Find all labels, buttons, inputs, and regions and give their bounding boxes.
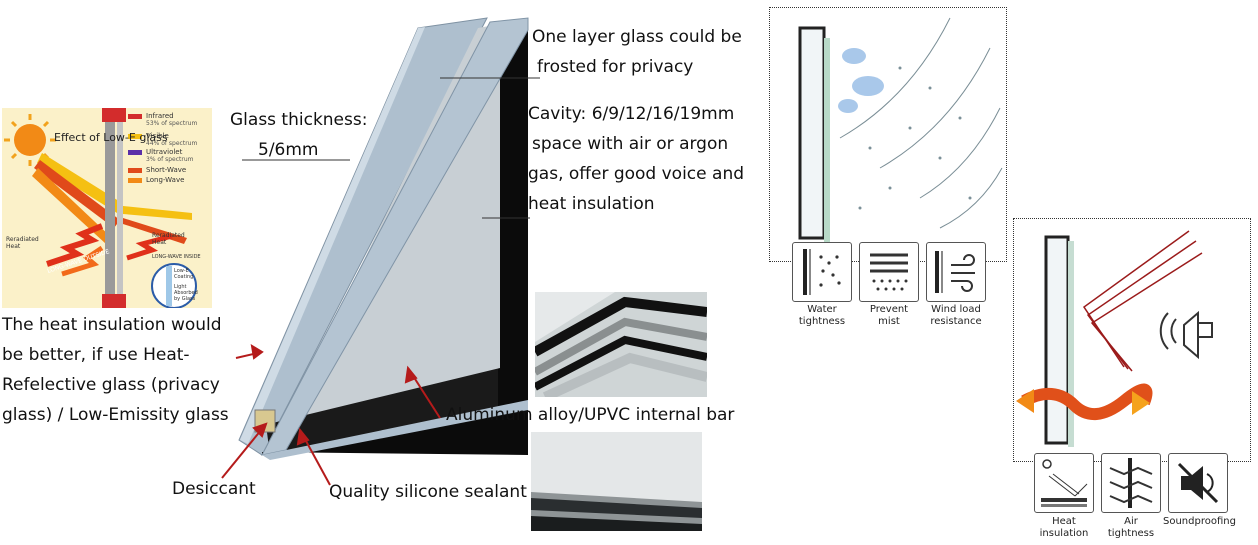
insulation-graphic xyxy=(1016,230,1213,447)
spacer-photo-top xyxy=(535,292,707,397)
feature-prevent-mist-label: Prevent mist xyxy=(869,304,909,327)
cavity-line4: heat insulation xyxy=(528,194,655,214)
weather-graphic xyxy=(798,17,1003,248)
glass-thickness-line2: 5/6mm xyxy=(258,140,319,160)
lowe-long-wave-inside: LONG-WAVE INSIDE xyxy=(152,254,201,260)
heat-line2: be better, if use Heat- xyxy=(2,345,190,365)
lowe-reradiated-right: Reradiated Heat xyxy=(152,232,185,246)
lowe-title: Effect of Low-E glass xyxy=(54,131,168,144)
lowe-ultraviolet: Ultraviolet xyxy=(146,148,183,156)
glass-thickness-line1: Glass thickness: xyxy=(230,110,368,130)
feature-wind-load-label: Wind load resistance xyxy=(930,304,982,327)
lowe-short-wave: Short-Wave xyxy=(146,166,187,174)
weather-panel xyxy=(769,7,1007,262)
air-tight-icon xyxy=(1109,458,1153,508)
lowe-infrared-sub: 53% of spectrum xyxy=(146,120,198,127)
feature-soundproofing-label: Soundproofing xyxy=(1163,516,1236,527)
feature-soundproofing xyxy=(1168,453,1228,513)
speaker-icon xyxy=(1159,310,1213,360)
lowe-coating: Low-E Coating xyxy=(174,268,194,280)
heat-line4: glass) / Low-Emissity glass xyxy=(2,405,229,425)
lowe-ultraviolet-sub: 3% of spectrum xyxy=(146,156,194,163)
feature-wind-load xyxy=(926,242,986,302)
feature-water-tightness xyxy=(792,242,852,302)
cavity-line1: Cavity: 6/9/12/16/19mm xyxy=(528,104,735,124)
wind-icon xyxy=(935,251,975,293)
sealant-label: Quality silicone sealant xyxy=(329,482,527,502)
lowe-diagram-graphic xyxy=(4,108,197,308)
cavity-line3: gas, offer good voice and xyxy=(528,164,745,184)
spacer-photo-bottom xyxy=(531,432,702,531)
feature-prevent-mist xyxy=(859,242,919,302)
lowe-light-absorbed: Light Absorbed by Glass xyxy=(174,284,198,302)
cavity-line2: space with air or argon xyxy=(532,134,729,154)
lowe-diagram: Effect of Low-E glass Infrared 53% of sp… xyxy=(2,108,212,308)
desiccant-label: Desiccant xyxy=(172,479,256,499)
mist-icon xyxy=(870,253,908,291)
heat-line1: The heat insulation would xyxy=(2,315,222,335)
lowe-reradiated-left: Reradiated Heat xyxy=(6,236,39,250)
mute-icon xyxy=(1177,462,1219,504)
heat-line3: Refelective glass (privacy xyxy=(2,375,220,395)
feature-heat-insulation-label: Heat insulation xyxy=(1039,516,1089,539)
heat-reflect-icon xyxy=(1041,459,1088,507)
feature-air-tightness xyxy=(1101,453,1161,513)
feature-heat-insulation xyxy=(1034,453,1094,513)
cloud-icon xyxy=(842,48,866,64)
lowe-infrared: Infrared xyxy=(146,112,174,120)
lowe-visible-sub: 44% of spectrum xyxy=(146,140,198,147)
feature-air-tightness-label: Air tightness xyxy=(1107,516,1155,539)
lowe-visible: Visible xyxy=(146,132,169,140)
frosted-line1: One layer glass could be xyxy=(532,27,742,47)
lowe-long-wave: Long-Wave xyxy=(146,176,185,184)
aluminum-bar-label: Aluminum alloy/UPVC internal bar xyxy=(446,405,735,425)
insulation-panel xyxy=(1013,218,1251,462)
frosted-line2: frosted for privacy xyxy=(537,57,694,77)
water-drops-icon xyxy=(803,249,841,295)
feature-water-tightness-label: Water tightness xyxy=(798,304,846,327)
